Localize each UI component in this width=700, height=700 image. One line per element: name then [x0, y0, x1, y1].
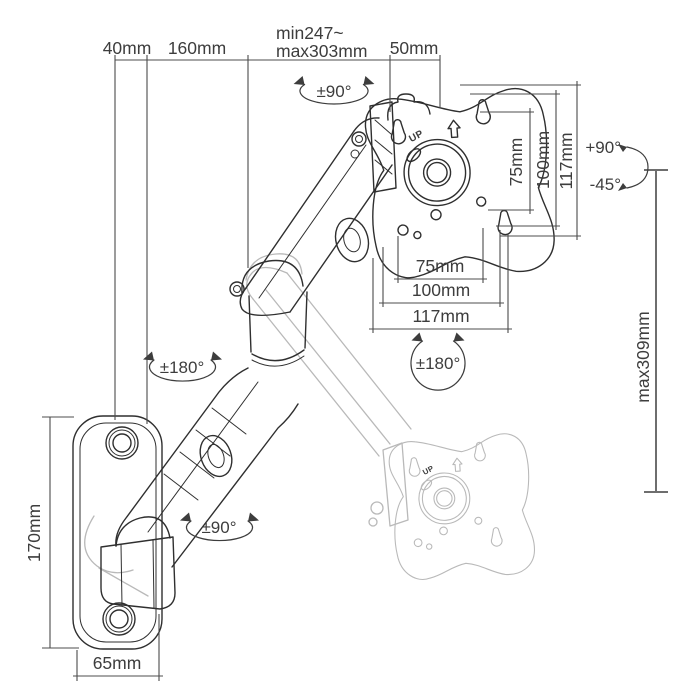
- dim-top-chain: [114, 55, 441, 424]
- shoulder-rotation-symbol: ±180°: [143, 351, 222, 382]
- dim-vesa-v117-label: 117mm: [556, 132, 576, 189]
- vesa-rotation-label: ±180°: [416, 354, 461, 373]
- dim-plate-width-label: 65mm: [93, 653, 142, 673]
- lower-arm-truss: [163, 407, 247, 501]
- wall-screw-hole-top: [105, 426, 139, 460]
- wall-plate: [72, 415, 176, 650]
- mount-arm-assembly: [72, 93, 431, 650]
- shoulder-joint: [229, 259, 308, 367]
- rotation-symbols: ±90° ±180° ±90° ±180° +90°: [143, 76, 649, 542]
- dim-extension-min: min247~: [276, 23, 344, 43]
- shoulder-bolt: [229, 281, 245, 297]
- dim-plate-height-label: 170mm: [24, 504, 44, 562]
- head-swivel-label: ±90°: [316, 82, 351, 101]
- base-pivot-boss: [115, 516, 171, 547]
- dim-vesa-vertical-100: [470, 90, 560, 230]
- dim-extension-max: max303mm: [276, 41, 367, 61]
- ghost-arm-innerline: [265, 289, 391, 445]
- ghost-arm-edge-lower: [252, 298, 380, 457]
- dim-vesa-h100-label: 100mm: [412, 280, 470, 300]
- ghost-head-bolt-2: [368, 517, 378, 527]
- wall-clamp: [100, 536, 176, 610]
- dim-plate-width: [73, 614, 163, 681]
- shoulder-rotation-label: ±180°: [160, 358, 205, 377]
- ghost-arm-edge-upper: [286, 272, 412, 430]
- dim-vesa-h117-label: 117mm: [412, 306, 469, 326]
- ghost-arm-endcap: [246, 266, 288, 300]
- dimension-lines: 40mm 160mm min247~ max303mm 50mm 75mm 10…: [24, 23, 668, 681]
- ghost-vesa-plate: [387, 431, 537, 583]
- ghost-head-bolt: [370, 501, 384, 515]
- dim-lift-range-label: max309mm: [633, 311, 653, 402]
- dim-lower-arm-reach: 160mm: [168, 38, 226, 58]
- vesa-rotation-symbol: ±180°: [410, 332, 466, 391]
- upper-arm-endcap: [239, 287, 291, 317]
- head-bolt: [351, 131, 367, 147]
- ghost-folded-arm-hint-2: [98, 567, 149, 597]
- head-bracket: [350, 93, 431, 193]
- ghost-shoulder-cap: [245, 253, 303, 281]
- tilt-down-label: -45°: [590, 175, 621, 194]
- upper-arm: [239, 117, 393, 317]
- cable-clip-upper: [334, 217, 370, 263]
- wall-plate-inner: [79, 422, 157, 643]
- wall-plate-outer: [72, 415, 163, 650]
- dim-vesa-horizontal-75: [394, 228, 487, 283]
- tilt-symbol: +90° -45°: [585, 138, 649, 194]
- dim-head-depth: 50mm: [390, 38, 439, 58]
- head-bolt-2: [350, 149, 360, 159]
- head-bracket-hatch: [374, 119, 393, 175]
- dim-vesa-vertical-117: [460, 81, 581, 240]
- lower-arm: [115, 367, 299, 568]
- dim-vesa-v75-label: 75mm: [506, 138, 526, 187]
- head-swivel-symbol: ±90°: [293, 76, 375, 105]
- ghost-head-bracket: [382, 442, 409, 527]
- dim-wall-offset: 40mm: [103, 38, 152, 58]
- shoulder-cap: [241, 259, 304, 294]
- base-swivel-label: ±90°: [201, 518, 236, 537]
- base-swivel-symbol: ±90°: [180, 512, 259, 542]
- dim-vesa-h75-label: 75mm: [416, 256, 465, 276]
- ghost-position: [84, 253, 537, 597]
- dim-vesa-horizontal-100: [379, 230, 504, 307]
- tilt-knuckle: [387, 93, 431, 121]
- dim-vesa-horizontal-117: [369, 234, 512, 333]
- wall-screw-hole-bottom: [102, 602, 136, 636]
- dim-vesa-v100-label: 100mm: [533, 131, 553, 189]
- cable-clip-lower: [199, 434, 233, 478]
- dim-plate-height: [42, 416, 79, 649]
- tilt-up-label: +90°: [585, 138, 621, 157]
- rotation-ring: [251, 349, 305, 362]
- dim-vesa-vertical-75: [480, 108, 534, 214]
